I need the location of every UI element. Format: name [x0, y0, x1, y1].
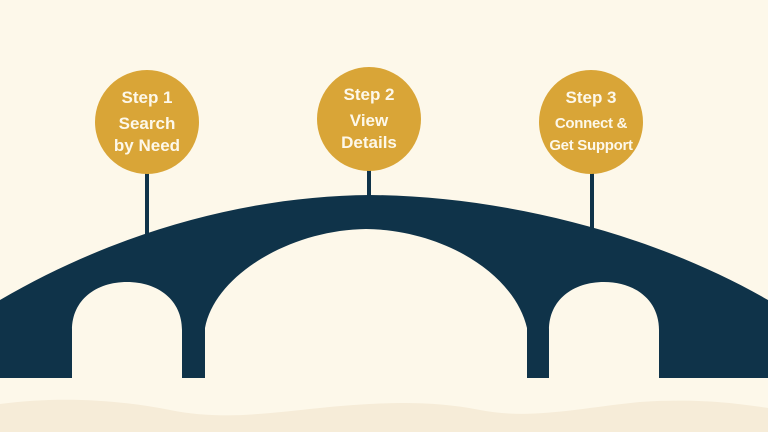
step-2-label-line2: Details — [341, 133, 397, 152]
step-3-number: Step 3 — [565, 88, 617, 107]
step-3-label-line2: Get Support — [549, 137, 633, 154]
bridge-deck — [0, 195, 768, 378]
step-1-label-line1: Search — [118, 114, 176, 133]
step-3-label-line1: Connect & — [554, 115, 628, 132]
pole-step-1 — [145, 170, 149, 234]
step-2-label-line1: View — [349, 111, 389, 130]
pole-step-2 — [367, 168, 371, 200]
step-1-number: Step 1 — [121, 88, 173, 107]
ground-wave — [0, 399, 768, 432]
step-3-circle: Step 3 Connect & Get Support — [539, 70, 643, 174]
step-1-label-line2: by Need — [113, 136, 181, 155]
step-1-circle: Step 1 Search by Need — [95, 70, 199, 174]
pole-step-3 — [590, 170, 594, 236]
step-2-number: Step 2 — [343, 85, 395, 104]
step-2-circle: Step 2 View Details — [317, 67, 421, 171]
